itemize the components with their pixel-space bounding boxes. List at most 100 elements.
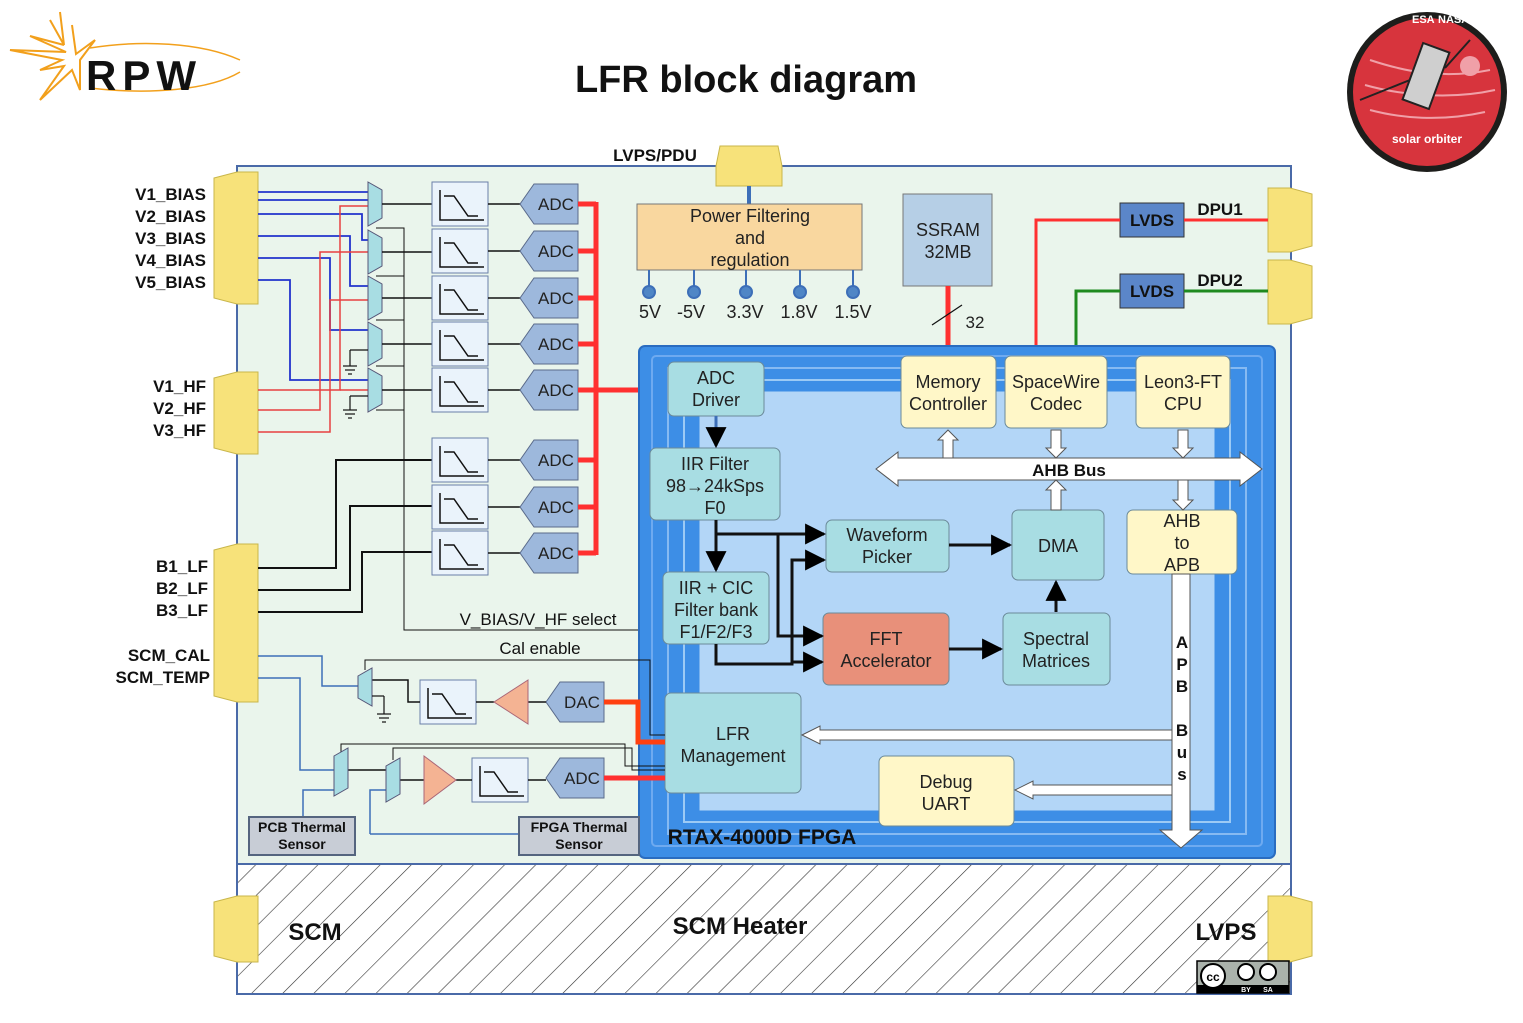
rail-1v8: 1.8V (780, 302, 817, 322)
bias-wiring (258, 191, 368, 381)
by-label: BY (1241, 987, 1251, 994)
scm-cal-mux (357, 667, 373, 707)
power-rails (642, 270, 860, 299)
spacewire-line-2: Codec (1030, 394, 1082, 414)
lfr-management-line-2: Management (680, 746, 785, 766)
input-scm-temp: SCM_TEMP (116, 668, 210, 687)
cc-text: cc (1206, 970, 1220, 984)
input-v3-hf: V3_HF (153, 421, 206, 440)
input-v4-bias: V4_BIAS (135, 251, 206, 270)
leon-line-1: Leon3-FT (1144, 372, 1222, 392)
rail-5v: 5V (639, 302, 661, 322)
sa-icon (1259, 963, 1277, 981)
vbias-select-label: V_BIAS/V_HF select (460, 610, 617, 629)
scm-heater-area (236, 863, 1292, 995)
ssram-bus-width: 32 (966, 313, 985, 332)
cal-amplifier (493, 679, 529, 725)
scm-label: SCM (288, 919, 341, 946)
spacewire-line-1: SpaceWire (1012, 372, 1100, 392)
input-v1-bias: V1_BIAS (135, 185, 206, 204)
waveform-picker-line-2: Picker (862, 547, 912, 567)
debug-uart-line-1: Debug (919, 772, 972, 792)
left-connectors (213, 171, 259, 963)
spectral-line-2: Matrices (1022, 651, 1090, 671)
adc-label-1: ADC (538, 195, 574, 214)
debug-uart-line-2: UART (922, 794, 971, 814)
apb-letter-6: s (1177, 765, 1186, 784)
adc-label-6: ADC (538, 451, 574, 470)
cc-license-badge: cc BY SA (1196, 960, 1290, 994)
memory-controller-line-1: Memory (915, 372, 980, 392)
lvds-block-2 (1119, 273, 1185, 309)
waveform-picker-line-1: Waveform (846, 525, 927, 545)
iir-cic-line-2: Filter bank (674, 600, 759, 620)
input-v2-bias: V2_BIAS (135, 207, 206, 226)
rail-3v3: 3.3V (726, 302, 763, 322)
data-flow-arrows (705, 416, 1067, 673)
lvds-label-1: LVDS (1130, 211, 1174, 230)
fft-line-2: Accelerator (840, 651, 931, 671)
memory-controller-line-2: Controller (909, 394, 987, 414)
rpw-logo-text: RPW (86, 52, 202, 99)
dpu2-label: DPU2 (1197, 271, 1242, 290)
power-line-2: and (735, 228, 765, 248)
ahb-connectors (936, 429, 1195, 511)
right-connectors (1267, 187, 1313, 963)
adc-data-bus (578, 201, 668, 556)
temp-path (258, 677, 665, 834)
rail-1v5: 1.5V (834, 302, 871, 322)
lowpass-filters (419, 181, 529, 803)
scm-cal-path (258, 655, 665, 745)
fpga-label: RTAX-4000D FPGA (668, 826, 857, 849)
lvps-pdu-connector (715, 145, 783, 187)
fft-line-1: FFT (870, 629, 903, 649)
rpw-logo: RPW (9, 11, 241, 101)
input-v1-hf: V1_HF (153, 377, 206, 396)
apb-to-management-arrow (800, 725, 1173, 745)
nasa-label: NASA (1438, 14, 1469, 26)
fpga-thermal-sensor (518, 816, 640, 856)
ahb-apb-line-1: AHB (1163, 511, 1200, 531)
ssram-line-2: 32MB (924, 242, 971, 262)
ssram-line-1: SSRAM (916, 220, 980, 240)
apb-letter-4: B (1176, 721, 1188, 740)
lvps-label: LVPS (1196, 919, 1257, 946)
dpu1-label: DPU1 (1197, 200, 1242, 219)
lf-wiring (258, 459, 432, 613)
apb-letter-5: u (1177, 743, 1187, 762)
lvps-pdu-label: LVPS/PDU (613, 146, 697, 165)
power-line-1: Power Filtering (690, 206, 810, 226)
input-v5-bias: V5_BIAS (135, 273, 206, 292)
adc-label-7: ADC (538, 498, 574, 517)
apb-letter-1: A (1176, 633, 1188, 652)
temp-mux-1 (333, 747, 349, 797)
ahb-bus-arrow (875, 450, 1263, 488)
fpga-sensor-line-2: Sensor (555, 836, 603, 852)
lfr-management-line-1: LFR (716, 724, 750, 744)
pcb-sensor-line-2: Sensor (278, 836, 326, 852)
ground-icons (343, 349, 368, 419)
iir-cic-line-3: F1/F2/F3 (679, 622, 752, 642)
adc-label-3: ADC (538, 289, 574, 308)
input-b3-lf: B3_LF (156, 601, 208, 620)
adc-label-8: ADC (538, 544, 574, 563)
adc-blocks (519, 183, 605, 799)
adc-label-5: ADC (538, 381, 574, 400)
solar-orbiter-label: solar orbiter (1392, 132, 1462, 146)
input-b1-lf: B1_LF (156, 557, 208, 576)
adc-driver-line-2: Driver (692, 390, 740, 410)
input-muxes (367, 181, 383, 413)
apb-to-debug-arrow (1013, 780, 1173, 800)
adc-label-2: ADC (538, 242, 574, 261)
temp-amplifier (423, 755, 457, 805)
temp-mux-2 (385, 757, 401, 803)
apb-letter-3: B (1176, 677, 1188, 696)
dac-label: DAC (564, 693, 600, 712)
cal-enable-label: Cal enable (499, 639, 580, 658)
scm-ground-icon (372, 695, 391, 723)
apb-bus-arrow (1158, 573, 1204, 849)
iir-filter-line-1: IIR Filter (681, 454, 749, 474)
cc-icon (1200, 963, 1226, 989)
by-icon (1237, 963, 1255, 981)
hf-wiring (258, 205, 368, 433)
